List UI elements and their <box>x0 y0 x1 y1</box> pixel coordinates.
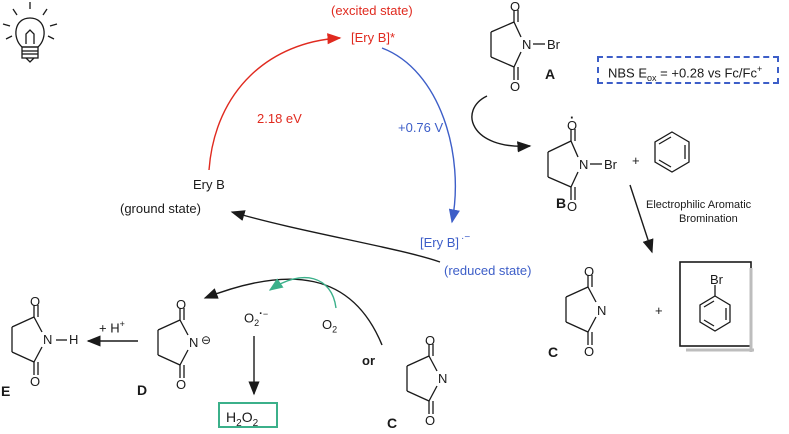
compound-label-c-bottom: C <box>387 415 398 431</box>
atom-o-c-bottom-bottom: O <box>425 413 436 428</box>
atom-o-c-right-bottom: O <box>584 344 595 359</box>
atom-o-b-bottom: O <box>567 199 578 214</box>
atom-br-b: Br <box>604 157 617 172</box>
atom-o-e-bottom: O <box>30 374 41 389</box>
atom-o-a-top: O <box>510 0 521 14</box>
eas-arrow <box>629 184 654 254</box>
atom-br-a: Br <box>547 37 560 52</box>
o2-label: O2 <box>322 317 338 335</box>
atom-o-b-top: O <box>567 118 578 133</box>
ery-b-excited-label: [Ery B]* <box>351 30 396 45</box>
plus-sign-1: + <box>632 153 640 168</box>
molecule-d <box>157 308 189 378</box>
atom-n-a: N <box>522 37 532 52</box>
atom-n-e: N <box>43 332 53 347</box>
ground-state-label: (ground state) <box>120 201 201 216</box>
atom-o-c-bottom-top: O <box>425 333 436 348</box>
molecule-a <box>490 10 545 80</box>
superoxide-label: O2·− <box>244 308 269 328</box>
compound-label-d: D <box>137 382 148 398</box>
atom-o-c-right-top: O <box>584 264 595 279</box>
energy-label: 2.18 eV <box>257 111 302 126</box>
compound-label-a: A <box>545 66 556 82</box>
atom-h-e: H <box>69 332 79 347</box>
compound-label-b: B <box>556 195 567 211</box>
atom-o-a-bottom: O <box>510 79 521 94</box>
regeneration-arrow <box>230 210 441 263</box>
molecule-c-bottom <box>406 344 438 414</box>
plus-sign-2: + <box>655 303 663 318</box>
h2o2-product-box: H2O2 <box>218 402 278 429</box>
molecule-e <box>11 305 67 375</box>
atom-o-d-bottom: O <box>176 377 187 392</box>
compound-label-c-right: C <box>548 344 559 360</box>
reduced-state-label: (reduced state) <box>444 263 532 278</box>
atom-o-d-top: O <box>176 297 187 312</box>
atom-br-product: Br <box>710 272 723 287</box>
excitation-arrow <box>208 33 342 171</box>
oxidative-quench-arrow <box>381 47 460 224</box>
negative-charge-d: ⊖ <box>201 333 212 347</box>
atom-n-d: N <box>189 335 199 350</box>
potential-label: +0.76 V <box>398 120 444 135</box>
compound-label-e: E <box>1 383 11 399</box>
light-bulb-icon <box>2 2 58 63</box>
et-arc-a-to-b <box>471 95 532 153</box>
reduction-arc-to-d <box>203 278 383 346</box>
ery-b-reduced-label: [Ery B]·− <box>420 232 471 250</box>
atom-o-e-top: O <box>30 294 41 309</box>
eas-label-line2: Bromination <box>679 213 738 225</box>
excited-state-label: (excited state) <box>331 3 413 18</box>
molecule-b <box>547 129 602 200</box>
atom-n-b: N <box>579 157 589 172</box>
molecule-c-right <box>565 275 597 345</box>
h-plus-label: + H+ <box>99 319 125 336</box>
eas-label-line1: Electrophilic Aromatic <box>646 199 752 211</box>
radical-dot-b: · <box>570 110 575 125</box>
atom-n-c-right: N <box>597 303 607 318</box>
benzene-ring <box>654 131 690 173</box>
or-label: or <box>362 353 375 368</box>
nbs-potential-box: NBS Eox = +0.28 vs Fc/Fc+ <box>597 56 779 84</box>
ery-b-label: Ery B <box>193 177 225 192</box>
atom-n-c-bottom: N <box>438 371 448 386</box>
bromobenzene-ring <box>699 285 731 332</box>
o2-to-superoxide-arrow <box>268 276 337 309</box>
